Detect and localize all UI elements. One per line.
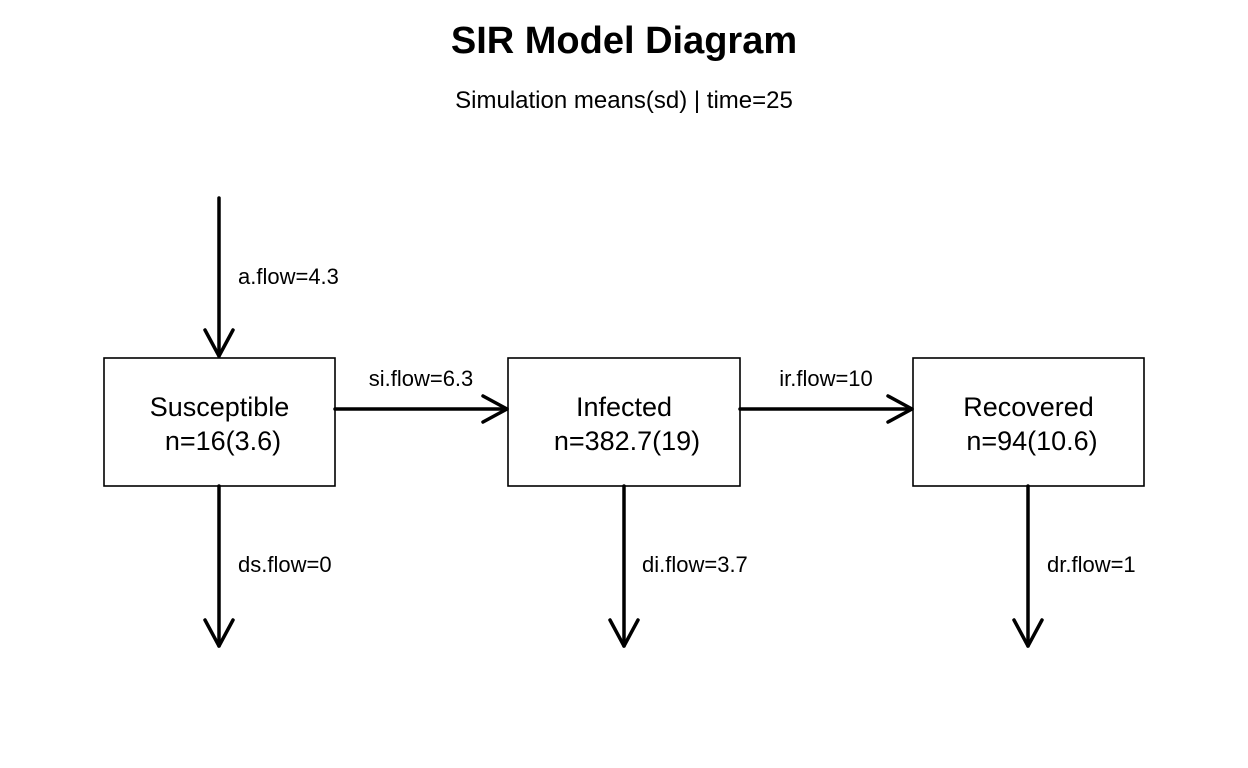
di-flow-arrow bbox=[608, 484, 640, 648]
arrival-flow-arrow bbox=[203, 196, 235, 358]
ds-flow-arrow bbox=[203, 484, 235, 648]
arrival-flow-label: a.flow=4.3 bbox=[238, 264, 339, 289]
compartment-count: n=16(3.6) bbox=[165, 426, 281, 456]
compartment-name: Infected bbox=[576, 392, 672, 422]
dr-flow-arrow bbox=[1012, 484, 1044, 648]
si-flow-label: si.flow=6.3 bbox=[369, 366, 474, 391]
compartment-count: n=94(10.6) bbox=[966, 426, 1097, 456]
ds-flow-label: ds.flow=0 bbox=[238, 552, 332, 577]
si-flow-arrow bbox=[333, 394, 509, 424]
compartment-name: Recovered bbox=[963, 392, 1094, 422]
diagram-subtitle: Simulation means(sd) | time=25 bbox=[455, 87, 793, 114]
di-flow-label: di.flow=3.7 bbox=[642, 552, 748, 577]
diagram-title: SIR Model Diagram bbox=[451, 20, 797, 62]
compartment-susceptible: Susceptible n=16(3.6) bbox=[103, 357, 336, 487]
dr-flow-label: dr.flow=1 bbox=[1047, 552, 1136, 577]
compartment-name: Susceptible bbox=[150, 392, 290, 422]
ir-flow-label: ir.flow=10 bbox=[779, 366, 873, 391]
compartment-count: n=382.7(19) bbox=[554, 426, 700, 456]
compartment-infected: Infected n=382.7(19) bbox=[507, 357, 741, 487]
ir-flow-arrow bbox=[738, 394, 914, 424]
compartment-recovered: Recovered n=94(10.6) bbox=[912, 357, 1145, 487]
